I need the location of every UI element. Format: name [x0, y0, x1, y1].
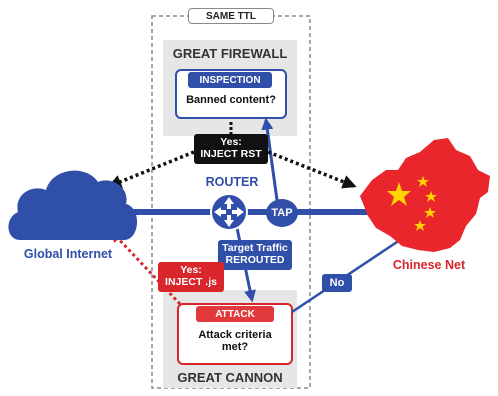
attack-tag: ATTACK	[196, 306, 274, 322]
inject-js-arrow	[110, 230, 182, 306]
inject-js-badge: Yes: INJECT .js	[158, 262, 224, 292]
china-map-icon	[360, 138, 490, 252]
same-ttl-label: SAME TTL	[188, 8, 274, 24]
chinese-net-label: Chinese Net	[392, 258, 466, 273]
inspection-tag: INSPECTION	[188, 72, 272, 88]
great-firewall-title: GREAT FIREWALL	[172, 45, 288, 61]
target-traffic-rerouted-badge: Target Traffic REROUTED	[218, 240, 292, 270]
cloud-icon	[8, 170, 138, 240]
router-icon	[210, 193, 248, 231]
inspection-question: Banned content?	[186, 93, 276, 106]
rst-arrow-to-china	[267, 150, 357, 189]
great-cannon-title: GREAT CANNON	[177, 369, 283, 385]
global-internet-label: Global Internet	[23, 247, 113, 262]
tap-badge: TAP	[266, 199, 298, 227]
no-badge: No	[322, 274, 352, 292]
tap-arrow	[261, 117, 279, 201]
router-label: ROUTER	[205, 175, 259, 190]
inject-rst-badge: Yes: INJECT RST	[194, 134, 268, 164]
attack-criteria-question: Attack criteria met?	[198, 328, 272, 353]
